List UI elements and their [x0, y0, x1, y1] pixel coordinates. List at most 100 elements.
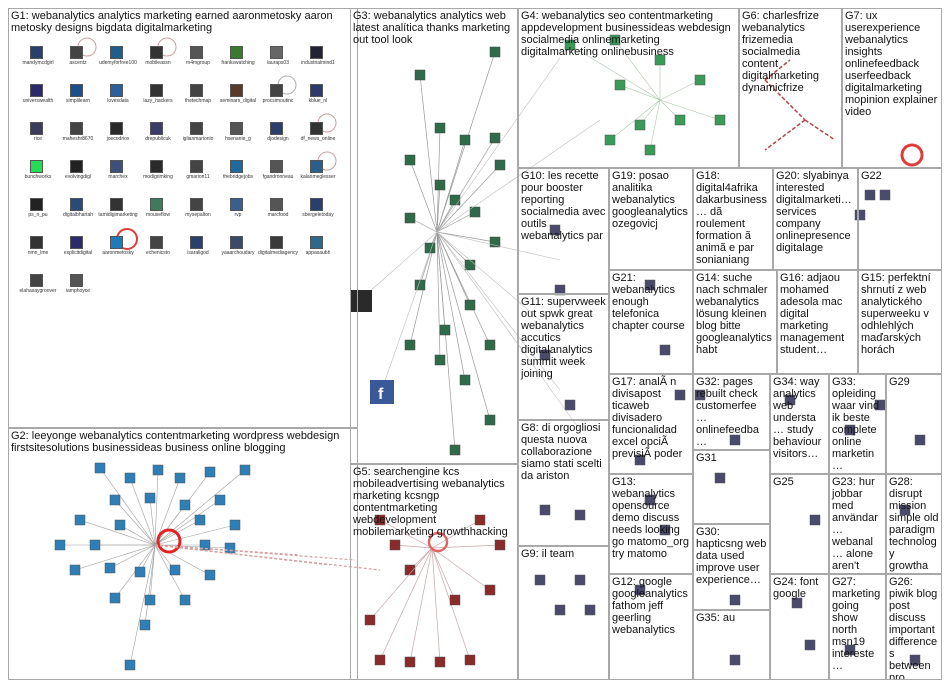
group-title: G5: searchengine kcs mobileadvertising w…: [353, 466, 515, 538]
group-panel-g22: G22: [858, 168, 942, 270]
node-label: universwealth: [16, 98, 60, 104]
avatar: [150, 46, 163, 59]
group-panel-g20: G20: slyabinya interested digitalmarketi…: [773, 168, 858, 270]
node-label: lovesdata: [96, 98, 140, 104]
group-panel-g24: G24: font google: [770, 574, 829, 680]
node-label: djodesign: [256, 136, 300, 142]
avatar: [70, 160, 83, 173]
avatar: [30, 46, 43, 59]
group-panel-g30: G30: hapticsng web data used improve use…: [693, 524, 770, 610]
group-panel-g29: G29: [886, 374, 942, 474]
node-label: marcfood: [256, 212, 300, 218]
avatar: [230, 198, 243, 211]
node-label: yaaarchoudary: [216, 250, 260, 256]
group-title: G6: charlesfrize webanalytics frizemedia…: [742, 10, 839, 94]
node-label: mouseflow: [136, 212, 180, 218]
avatar: [270, 122, 283, 135]
node-label: udemyforfree100: [96, 60, 140, 66]
group-title: G11: supervweek out spwk great webanalyt…: [521, 296, 606, 380]
group-title: G10: les recette pour booster reporting …: [521, 170, 606, 242]
group-title: G27: marketing going show north msn19 in…: [832, 576, 883, 672]
avatar: [230, 46, 243, 59]
avatar: [110, 160, 123, 173]
avatar: [270, 46, 283, 59]
node-label: fgandronneau: [256, 174, 300, 180]
avatar: [190, 236, 203, 249]
avatar: [110, 122, 123, 135]
group-panel-g18: G18: digital4afrika dakarbusiness… dã ro…: [693, 168, 773, 270]
avatar: [30, 160, 43, 173]
node-label: nmn_lme: [16, 250, 60, 256]
avatar: [110, 84, 123, 97]
group-title: G35: au: [696, 612, 767, 624]
group-panel-g14: G14: suche nach schmaler webanalytics lö…: [693, 270, 777, 374]
node-label: digitalbhartah: [56, 212, 100, 218]
node-label: lauraps03: [256, 60, 300, 66]
group-title: G30: hapticsng web data used improve use…: [696, 526, 767, 586]
group-title: G22: [861, 170, 939, 182]
group-panel-g26: G26: piwik blog post discuss important d…: [886, 574, 942, 680]
group-title: G9: il team: [521, 548, 606, 560]
node-label: lazy_hackers: [136, 98, 180, 104]
node-label: evolvingdigl: [56, 174, 100, 180]
group-panel-g35: G35: au: [693, 610, 770, 680]
node-label: sbergeletoday: [296, 212, 340, 218]
node-label: seminars_digital: [216, 98, 260, 104]
group-title: G25: [773, 476, 826, 488]
avatar: [30, 236, 43, 249]
node-label: industrialmind1: [296, 60, 340, 66]
group-panel-g25: G25: [770, 474, 829, 574]
avatar: [310, 236, 323, 249]
group-panel-g33: G33: opleiding waar vind ik beste comple…: [829, 374, 886, 474]
group-panel-g10: G10: les recette pour booster reporting …: [518, 168, 609, 294]
avatar: [150, 122, 163, 135]
node-label: drepublicuk: [136, 136, 180, 142]
avatar: [310, 84, 323, 97]
avatar: [270, 198, 283, 211]
group-title: G18: digital4afrika dakarbusiness… dã ro…: [696, 170, 770, 266]
node-label: bunchworks: [16, 174, 60, 180]
avatar: [230, 84, 243, 97]
group-panel-g1: G1: webanalytics analytics marketing ear…: [8, 8, 358, 428]
node-label: elahasaygroover: [16, 288, 60, 294]
node-label: iamphoyce: [56, 288, 100, 294]
avatar: [70, 122, 83, 135]
node-label: kalanmeglesser: [296, 174, 340, 180]
group-title: G2: leeyonge webanalytics contentmarketi…: [11, 430, 355, 454]
node-label: tamidigimarketing: [96, 212, 140, 218]
avatar: [30, 274, 43, 287]
group-panel-g8: G8: di orgogliosi questa nuova collabora…: [518, 420, 609, 546]
node-label: frankswatching: [216, 60, 260, 66]
avatar: [30, 198, 43, 211]
node-label: mysepalton: [176, 212, 220, 218]
avatar: [110, 198, 123, 211]
avatar: [270, 236, 283, 249]
group-title: G4: webanalytics seo contentmarketing ap…: [521, 10, 736, 58]
node-label: isaraligod: [176, 250, 220, 256]
group-title: G32: pages rebuilt check customerfee… on…: [696, 376, 767, 450]
group-panel-g17: G17: analÃ n divisapost ticaweb divisade…: [609, 374, 693, 474]
avatar: [110, 236, 123, 249]
group-panel-g11: G11: supervweek out spwk great webanalyt…: [518, 294, 609, 420]
node-label: simplilearn: [56, 98, 100, 104]
node-label: mandymcdgirl: [16, 60, 60, 66]
node-label: hsenanie_g: [216, 136, 260, 142]
avatar: [190, 122, 203, 135]
node-label: iglianmarionio: [176, 136, 220, 142]
group-panel-g32: G32: pages rebuilt check customerfee… on…: [693, 374, 770, 450]
avatar: [230, 122, 243, 135]
node-label: gmarion11: [176, 174, 220, 180]
group-panel-g12: G12: google googleanalytics fathom jeff …: [609, 574, 693, 680]
node-label: rvp: [216, 212, 260, 218]
group-panel-g19: G19: posao analitika webanalytics google…: [609, 168, 693, 270]
group-panel-g27: G27: marketing going show north msn19 in…: [829, 574, 886, 680]
group-panel-g21: G21: webanalytics enough telefonica chap…: [609, 270, 693, 374]
avatar: [230, 160, 243, 173]
node-label: maheshr8670: [56, 136, 100, 142]
avatar: [150, 236, 163, 249]
group-title: G34: way analytics web understa… study b…: [773, 376, 826, 460]
avatar: [190, 84, 203, 97]
avatar: [70, 198, 83, 211]
avatar: [70, 274, 83, 287]
